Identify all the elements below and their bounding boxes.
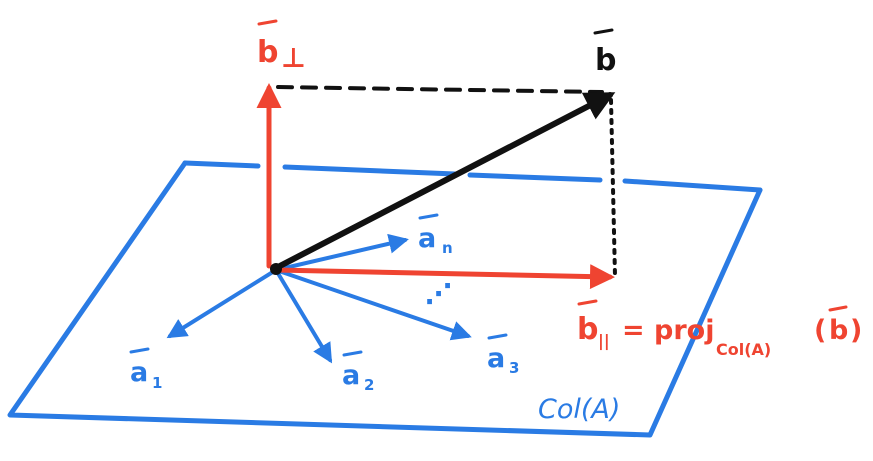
plane-outline-top-mid bbox=[282, 164, 458, 177]
plane-label: Col(A) bbox=[538, 394, 620, 425]
label-proj-b-arrow-mark bbox=[828, 305, 848, 312]
label-a2-base: a bbox=[342, 360, 360, 391]
vector-a3-arrow bbox=[274, 268, 472, 341]
origin-point bbox=[270, 263, 282, 275]
label-a2: a 2 bbox=[342, 350, 374, 394]
label-a3-arrow-mark bbox=[487, 333, 508, 340]
basis-vectors bbox=[166, 233, 472, 364]
label-a2-arrow-mark bbox=[342, 350, 363, 357]
label-b-arrow-mark bbox=[593, 28, 614, 35]
label-a1-base: a bbox=[130, 357, 148, 388]
label-a1-sub: 1 bbox=[152, 374, 162, 392]
vector-b-parallel-arrow bbox=[273, 264, 615, 290]
label-proj-subscript: Col(A) bbox=[716, 340, 771, 359]
label-b-parallel-projection: b || = proj Col(A) ( b ) bbox=[577, 299, 862, 359]
label-proj-paren-open: ( bbox=[814, 315, 826, 346]
label-b-parallel-sub: || bbox=[598, 331, 610, 351]
label-b-perp-arrow-mark bbox=[257, 19, 278, 26]
vector-a2-arrow bbox=[274, 268, 333, 364]
label-b-parallel-base: b bbox=[577, 312, 598, 347]
label-a3-base: a bbox=[487, 343, 505, 374]
label-a1: a 1 bbox=[129, 347, 162, 392]
dashed-top-guide bbox=[276, 85, 604, 94]
vector-b-arrow bbox=[273, 92, 616, 271]
label-a2-sub: 2 bbox=[364, 376, 374, 394]
label-b-perp-base: b bbox=[257, 35, 278, 70]
label-an-base: a bbox=[418, 223, 436, 254]
label-an-sub: n bbox=[442, 239, 453, 257]
label-b-parallel-arrow-mark bbox=[577, 299, 598, 306]
label-proj-equals: = proj bbox=[622, 315, 714, 346]
label-proj-b: b bbox=[829, 315, 848, 346]
label-an-arrow-mark bbox=[418, 213, 439, 220]
vector-an-arrow bbox=[274, 233, 409, 272]
label-a3-sub: 3 bbox=[509, 359, 519, 377]
vector-a1-arrow bbox=[166, 268, 278, 339]
component-vectors bbox=[256, 83, 615, 290]
label-proj-paren-close: ) bbox=[850, 315, 862, 346]
label-b: b bbox=[593, 28, 616, 78]
plane-outline-top-end bbox=[622, 178, 763, 193]
label-b-perp: b ⊥ bbox=[257, 19, 306, 74]
label-a1-arrow-mark bbox=[129, 347, 150, 354]
label-b-perp-sub: ⊥ bbox=[281, 43, 306, 74]
plane-outline-top-right bbox=[182, 160, 261, 169]
label-an: a n bbox=[418, 213, 453, 257]
ellipsis-vectors: ⋰ bbox=[425, 279, 452, 310]
label-b-text: b bbox=[595, 43, 616, 78]
projection-guides bbox=[276, 85, 617, 278]
plane-outline-left bbox=[7, 160, 763, 438]
dotted-vertical-guide bbox=[609, 98, 617, 278]
label-a3: a 3 bbox=[487, 333, 519, 377]
plane-outline-top-mid2 bbox=[467, 172, 603, 183]
plane-col-a bbox=[7, 160, 763, 438]
